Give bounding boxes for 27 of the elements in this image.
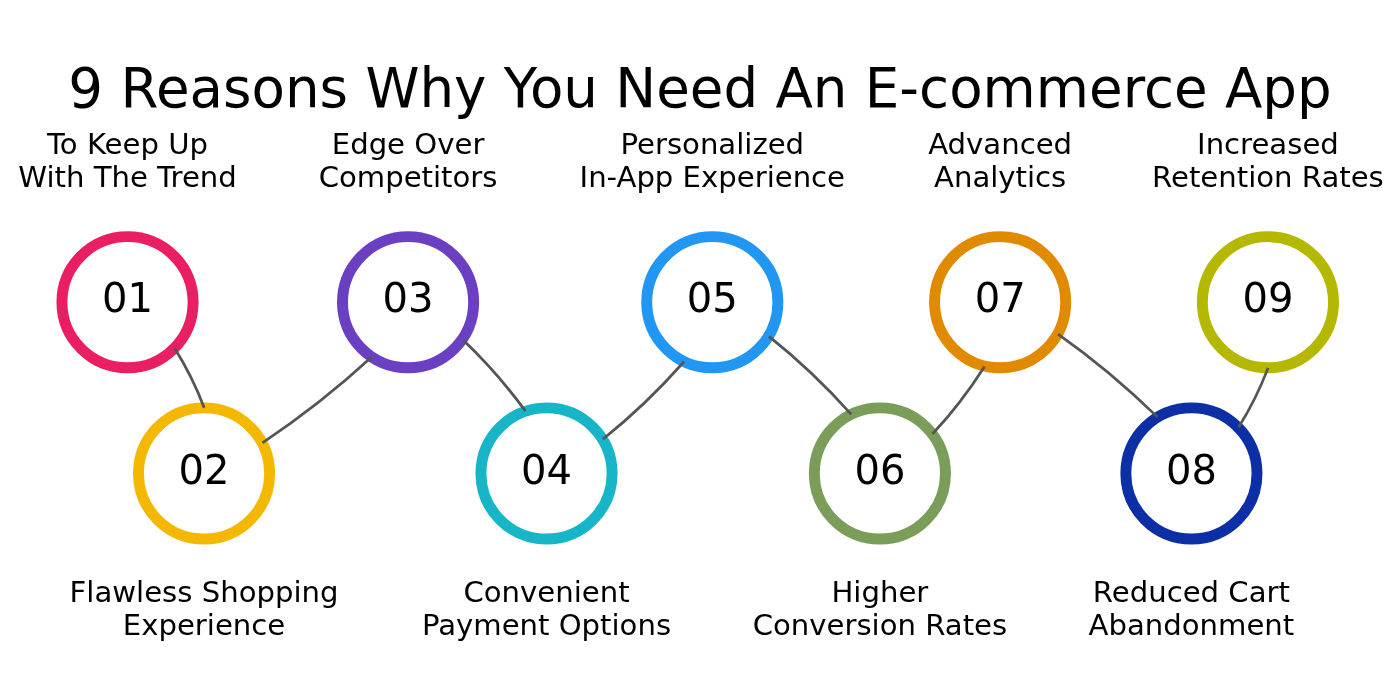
node-circle: 01 xyxy=(56,230,199,373)
connector xyxy=(261,355,373,444)
node-label: Flawless Shopping Experience xyxy=(69,574,339,642)
node-circle: 09 xyxy=(1196,230,1339,373)
connector xyxy=(602,360,685,440)
node-label: Advanced Analytics xyxy=(928,126,1073,194)
connector xyxy=(768,334,853,415)
node-label: Convenient Payment Options xyxy=(421,574,672,642)
connector xyxy=(461,338,527,412)
node-label: To Keep Up With The Trend xyxy=(18,126,237,194)
connector xyxy=(1057,332,1159,418)
connector xyxy=(1237,366,1270,428)
node-circle: 04 xyxy=(475,401,618,544)
node-label: Higher Conversion Rates xyxy=(752,574,1008,642)
connector xyxy=(173,346,206,408)
node-label: Increased Retention Rates xyxy=(1152,126,1384,194)
node-circle: 02 xyxy=(132,401,276,544)
node-label: Reduced Cart Abandonment xyxy=(1088,574,1295,642)
node-label: Edge Over Competitors xyxy=(318,126,498,194)
node-circle: 03 xyxy=(337,230,480,373)
diagram-title: 9 Reasons Why You Need An E-commerce App xyxy=(68,55,1332,120)
node-label: Personalized In-App Experience xyxy=(579,126,846,194)
node-circle: 05 xyxy=(641,230,784,373)
node-circle: 06 xyxy=(808,401,951,544)
node-circle: 07 xyxy=(929,230,1072,373)
connector xyxy=(931,365,986,435)
node-circle: 08 xyxy=(1120,401,1263,544)
